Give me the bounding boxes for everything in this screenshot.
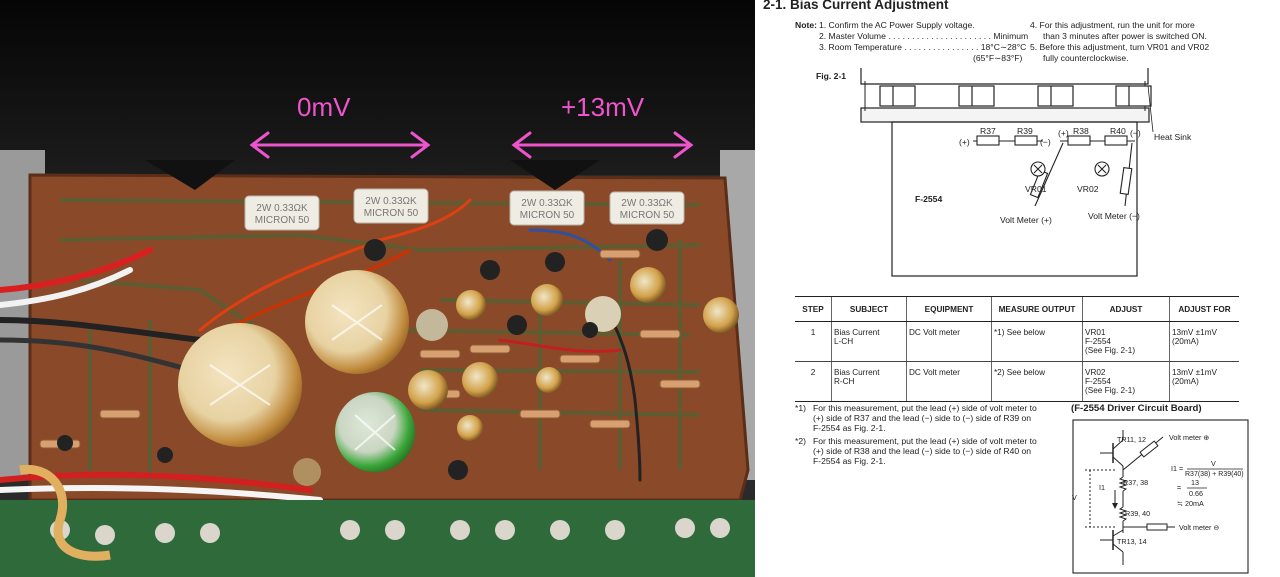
volt-meter-plus: Volt meter ⊕ bbox=[1169, 433, 1210, 442]
svg-text:2W 0.33ΩK: 2W 0.33ΩK bbox=[256, 203, 308, 214]
equation-den-value: 0.66 bbox=[1189, 489, 1203, 498]
r-bottom-label: R39, 40 bbox=[1125, 509, 1151, 518]
circuit-title: (F-2554 Driver Circuit Board) bbox=[1071, 403, 1202, 414]
equation-result: ≒ 20mA bbox=[1177, 499, 1204, 508]
r40-label: R40 bbox=[1110, 126, 1126, 136]
column-header: EQUIPMENT bbox=[906, 296, 992, 322]
equipment-cell: DC Volt meter bbox=[906, 361, 992, 402]
heat-sink-outline bbox=[860, 68, 1149, 85]
note-item: 4. For this adjustment, run the unit for… bbox=[1030, 20, 1195, 30]
table-row: 2 Bias Current R-CH DC Volt meter *2) Se… bbox=[795, 361, 1239, 402]
svg-text:2W 0.33ΩK: 2W 0.33ΩK bbox=[365, 196, 417, 207]
footnote-mark: *1) bbox=[795, 403, 806, 413]
footnote-line: (+) side of R38 and the lead (−) side to… bbox=[813, 446, 1032, 456]
r39-label: R39 bbox=[1017, 126, 1033, 136]
svg-text:2W 0.33ΩK: 2W 0.33ΩK bbox=[521, 198, 573, 209]
column-header: ADJUST bbox=[1082, 296, 1170, 322]
r37-plus-label: (+) bbox=[959, 137, 970, 147]
equation-numerator: V bbox=[1211, 459, 1216, 468]
i1-label: I1 bbox=[1099, 483, 1105, 492]
annotation-label-right: +13mV bbox=[561, 92, 645, 122]
footnote-line: For this measurement, put the lead (+) s… bbox=[813, 436, 1037, 446]
board-label: F-2554 bbox=[915, 194, 943, 204]
board-illustration: 2W 0.33ΩK MICRON 50 2W 0.33ΩK MICRON 50 … bbox=[0, 0, 755, 577]
power-resistor: 2W 0.33ΩK MICRON 50 bbox=[244, 195, 320, 231]
footnote-line: For this measurement, put the lead (+) s… bbox=[813, 403, 1037, 413]
equation-lhs: I1 = bbox=[1171, 464, 1184, 473]
svg-text:MICRON 50: MICRON 50 bbox=[364, 208, 419, 219]
footnote-line: (+) side of R37 and the lead (−) side to… bbox=[813, 413, 1032, 423]
r37-label: R37 bbox=[980, 126, 996, 136]
subject-cell: Bias Current R-CH bbox=[831, 361, 907, 402]
fig-label: Fig. 2-1 bbox=[816, 71, 847, 81]
adjust-for-cell: 13mV ±1mV (20mA) bbox=[1169, 361, 1239, 402]
section-title: 2-1. Bias Current Adjustment bbox=[763, 0, 949, 12]
step-cell: 1 bbox=[795, 321, 832, 362]
subject-cell: Bias Current L-CH bbox=[831, 321, 907, 362]
adjust-for-cell: 13mV ±1mV (20mA) bbox=[1169, 321, 1239, 362]
note-item: fully counterclockwise. bbox=[1043, 53, 1129, 63]
measure-cell: *1) See below bbox=[991, 321, 1083, 362]
volt-meter-minus-label: Volt Meter (−) bbox=[1088, 211, 1140, 221]
tr-top-label: TR11, 12 bbox=[1117, 435, 1147, 444]
volt-meter-minus: Volt meter ⊖ bbox=[1179, 523, 1220, 532]
heat-sink-bar bbox=[860, 107, 1150, 123]
vr02-label: VR02 bbox=[1077, 184, 1099, 194]
amplifier-board-photo: 2W 0.33ΩK MICRON 50 2W 0.33ΩK MICRON 50 … bbox=[0, 0, 755, 577]
note-item: 1. Confirm the AC Power Supply voltage. bbox=[819, 20, 975, 30]
annotation-label-left: 0mV bbox=[297, 92, 351, 122]
column-header: MEASURE OUTPUT bbox=[991, 296, 1083, 322]
v-label: V bbox=[1072, 493, 1077, 502]
driver-circuit-diagram bbox=[1072, 419, 1249, 574]
power-resistor: 2W 0.33ΩK MICRON 50 bbox=[509, 190, 585, 226]
vr01-label: VR01 bbox=[1025, 184, 1047, 194]
fig-2-1-diagram bbox=[860, 68, 1154, 277]
annotation-arrow-left bbox=[249, 131, 431, 159]
f2554-board-outline bbox=[891, 121, 1138, 277]
equation-equals: = bbox=[1177, 483, 1182, 492]
svg-text:MICRON 50: MICRON 50 bbox=[520, 210, 575, 221]
power-resistor: 2W 0.33ΩK MICRON 50 bbox=[609, 191, 685, 225]
heat-sink-label: Heat Sink bbox=[1154, 132, 1192, 142]
annotation-arrow-right bbox=[511, 131, 694, 159]
footnote-line: F-2554 as Fig. 2-1. bbox=[813, 423, 886, 433]
svg-text:MICRON 50: MICRON 50 bbox=[255, 215, 310, 226]
svg-text:MICRON 50: MICRON 50 bbox=[620, 210, 675, 221]
note-item: than 3 minutes after power is switched O… bbox=[1043, 31, 1207, 41]
r38-label: R38 bbox=[1073, 126, 1089, 136]
table-row: 1 Bias Current L-CH DC Volt meter *1) Se… bbox=[795, 321, 1239, 362]
note-item: 3. Room Temperature . . . . . . . . . . … bbox=[819, 42, 1027, 52]
svg-text:2W 0.33ΩK: 2W 0.33ΩK bbox=[621, 198, 673, 209]
note-label: Note: bbox=[795, 20, 817, 30]
column-header: ADJUST FOR bbox=[1169, 296, 1239, 322]
note-item: 5. Before this adjustment, turn VR01 and… bbox=[1030, 42, 1210, 52]
column-header: SUBJECT bbox=[831, 296, 907, 322]
equation-denominator: R37(38) + R39(40) bbox=[1185, 471, 1244, 478]
power-resistor: 2W 0.33ΩK MICRON 50 bbox=[353, 188, 429, 224]
equation-num-value: 13 bbox=[1191, 478, 1199, 487]
adjustment-table: STEP SUBJECT EQUIPMENT MEASURE OUTPUT AD… bbox=[795, 296, 1239, 402]
r39-minus-label: (−) bbox=[1040, 137, 1051, 147]
r40-minus-label: (−) bbox=[1130, 128, 1141, 138]
note-item: (65°F∼83°F) bbox=[973, 53, 1023, 63]
footnote-line: F-2554 as Fig. 2-1. bbox=[813, 456, 886, 466]
r-top-label: R37, 38 bbox=[1123, 478, 1149, 487]
adjust-cell: VR01 F-2554 (See Fig. 2-1) bbox=[1082, 321, 1170, 362]
volt-meter-plus-label: Volt Meter (+) bbox=[1000, 215, 1052, 225]
measure-cell: *2) See below bbox=[991, 361, 1083, 402]
step-cell: 2 bbox=[795, 361, 832, 402]
column-header: STEP bbox=[795, 296, 832, 322]
equipment-cell: DC Volt meter bbox=[906, 321, 992, 362]
r38-plus-label: (+) bbox=[1058, 128, 1069, 138]
tr-bottom-label: TR13, 14 bbox=[1117, 537, 1147, 546]
note-item: 2. Master Volume . . . . . . . . . . . .… bbox=[819, 31, 1029, 41]
adjust-cell: VR02 F-2554 (See Fig. 2-1) bbox=[1082, 361, 1170, 402]
service-manual-page: 2-1. Bias Current Adjustment Note: 1. Co… bbox=[755, 0, 1280, 577]
footnote-mark: *2) bbox=[795, 436, 806, 446]
